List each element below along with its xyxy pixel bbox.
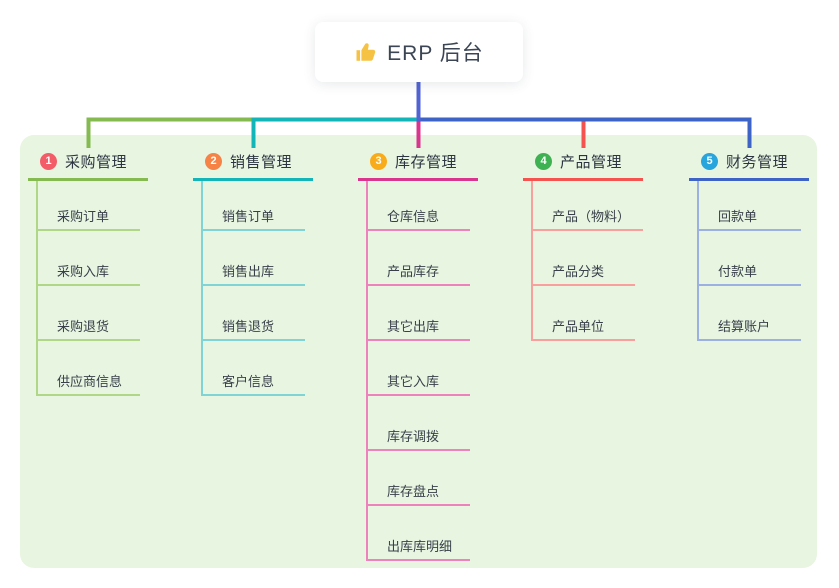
branch-number-badge: 3 bbox=[370, 152, 387, 170]
child-node[interactable]: 销售退货 bbox=[201, 286, 305, 341]
child-node[interactable]: 采购订单 bbox=[36, 181, 140, 231]
child-node[interactable]: 产品（物料） bbox=[531, 181, 644, 231]
branch-label: 财务管理 bbox=[726, 153, 789, 171]
child-node[interactable]: 销售订单 bbox=[201, 181, 305, 231]
root-node[interactable]: ERP 后台 bbox=[315, 22, 523, 82]
canvas-panel bbox=[20, 135, 817, 568]
branch-underline bbox=[523, 178, 643, 181]
branch-number-badge: 5 bbox=[701, 152, 718, 170]
child-node[interactable]: 仓库信息 bbox=[366, 181, 470, 231]
branch-label: 产品管理 bbox=[560, 153, 623, 171]
child-node[interactable]: 产品分类 bbox=[531, 231, 635, 286]
child-node[interactable]: 采购退货 bbox=[36, 286, 140, 341]
child-node[interactable]: 结算账户 bbox=[697, 286, 801, 341]
child-node[interactable]: 产品单位 bbox=[531, 286, 635, 341]
child-node[interactable]: 库存调拨 bbox=[366, 396, 470, 451]
branch-header-sales[interactable]: 2 销售管理 bbox=[193, 150, 343, 172]
branch-vline bbox=[531, 181, 533, 341]
child-node[interactable]: 产品库存 bbox=[366, 231, 470, 286]
child-node[interactable]: 出库库明细 bbox=[366, 506, 470, 561]
branch-vline bbox=[36, 181, 38, 396]
branch-number-badge: 2 bbox=[205, 152, 222, 170]
branch-header-product[interactable]: 4 产品管理 bbox=[523, 150, 673, 172]
branch-vline bbox=[201, 181, 203, 396]
child-node[interactable]: 其它出库 bbox=[366, 286, 470, 341]
child-node[interactable]: 销售出库 bbox=[201, 231, 305, 286]
branch-underline bbox=[689, 178, 809, 181]
branch-product: 4 产品管理 产品（物料） 产品分类 产品单位 bbox=[523, 150, 673, 341]
child-node[interactable]: 付款单 bbox=[697, 231, 801, 286]
branch-label: 采购管理 bbox=[65, 153, 128, 171]
root-title: ERP 后台 bbox=[387, 42, 484, 65]
branch-number-badge: 1 bbox=[40, 152, 57, 170]
branch-underline bbox=[193, 178, 313, 181]
branch-inventory: 3 库存管理 仓库信息 产品库存 其它出库 其它入库 库存调拨 库存盘点 出库库… bbox=[358, 150, 508, 561]
child-node[interactable]: 客户信息 bbox=[201, 341, 305, 396]
branch-underline bbox=[358, 178, 478, 181]
branch-sales: 2 销售管理 销售订单 销售出库 销售退货 客户信息 bbox=[193, 150, 343, 396]
branch-vline bbox=[366, 181, 368, 561]
child-node[interactable]: 库存盘点 bbox=[366, 451, 470, 506]
branch-header-purchase[interactable]: 1 采购管理 bbox=[28, 150, 178, 172]
branch-label: 销售管理 bbox=[230, 153, 293, 171]
branch-purchase: 1 采购管理 采购订单 采购入库 采购退货 供应商信息 bbox=[28, 150, 178, 396]
branch-underline bbox=[28, 178, 148, 181]
branch-number-badge: 4 bbox=[535, 152, 552, 170]
branch-header-inventory[interactable]: 3 库存管理 bbox=[358, 150, 508, 172]
branch-vline bbox=[697, 181, 699, 341]
child-node[interactable]: 回款单 bbox=[697, 181, 801, 231]
branch-label: 库存管理 bbox=[395, 153, 458, 171]
branch-finance: 5 财务管理 回款单 付款单 结算账户 bbox=[689, 150, 839, 341]
child-node[interactable]: 其它入库 bbox=[366, 341, 470, 396]
branch-header-finance[interactable]: 5 财务管理 bbox=[689, 150, 839, 172]
child-node[interactable]: 供应商信息 bbox=[36, 341, 140, 396]
child-node[interactable]: 采购入库 bbox=[36, 231, 140, 286]
thumbs-up-icon bbox=[354, 40, 378, 64]
